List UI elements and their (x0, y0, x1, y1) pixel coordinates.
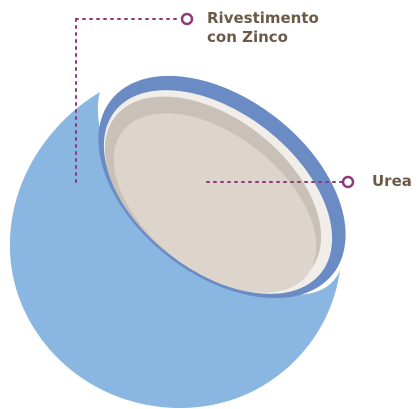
coating-leader-marker (180, 12, 194, 26)
core-leader-marker (341, 175, 355, 189)
urea-core (113, 113, 317, 293)
coating-label: Rivestimento con Zinco (207, 9, 319, 47)
coating-label-line2: con Zinco (207, 28, 288, 46)
core-label: Urea (372, 172, 412, 190)
coating-label-line1: Rivestimento (207, 9, 319, 27)
